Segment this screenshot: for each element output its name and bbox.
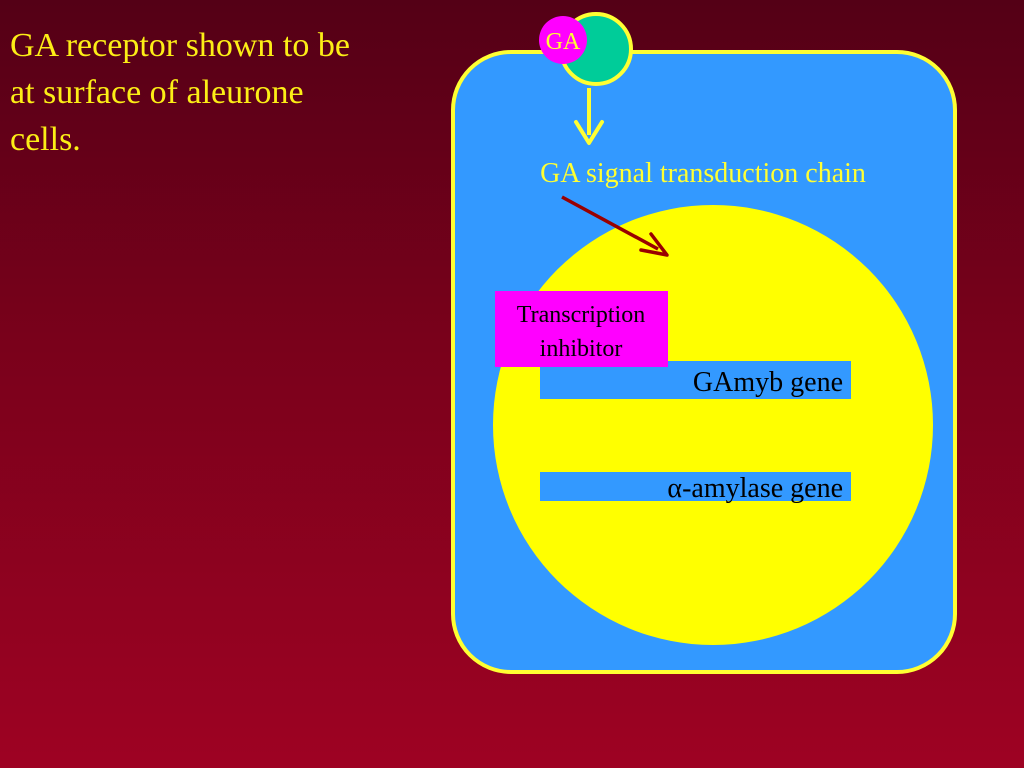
- ga-label: GA: [546, 29, 581, 55]
- amylase-gene-bar: [540, 472, 851, 501]
- signal-to-nucleus-arrowhead: [639, 232, 669, 257]
- nucleus: [493, 205, 933, 645]
- body-line-1: GA receptor shown to be: [10, 27, 350, 64]
- receptor-signal-arrowhead: [574, 120, 604, 145]
- body-line-2: at surface of aleurone: [10, 74, 304, 111]
- alpha-symbol: α: [667, 473, 682, 504]
- gamyb-gene-bar: [540, 361, 851, 399]
- inhibitor-label-line2: inhibitor: [540, 336, 623, 362]
- signal-chain-label: GA signal transduction chain: [540, 158, 866, 189]
- gamyb-gene-label: GAmyb gene: [693, 367, 843, 398]
- slide-body-text: GA receptor shown to be at surface of al…: [10, 22, 430, 163]
- transcription-inhibitor-box: [495, 291, 668, 367]
- body-line-3: cells.: [10, 121, 81, 158]
- ga-molecule: [539, 16, 587, 64]
- amylase-gene-label: α-amylase gene: [667, 473, 843, 504]
- amylase-gene-text: -amylase gene: [682, 473, 843, 504]
- inhibitor-label-line1: Transcription: [517, 302, 645, 328]
- signal-to-nucleus-arrow: [561, 195, 659, 251]
